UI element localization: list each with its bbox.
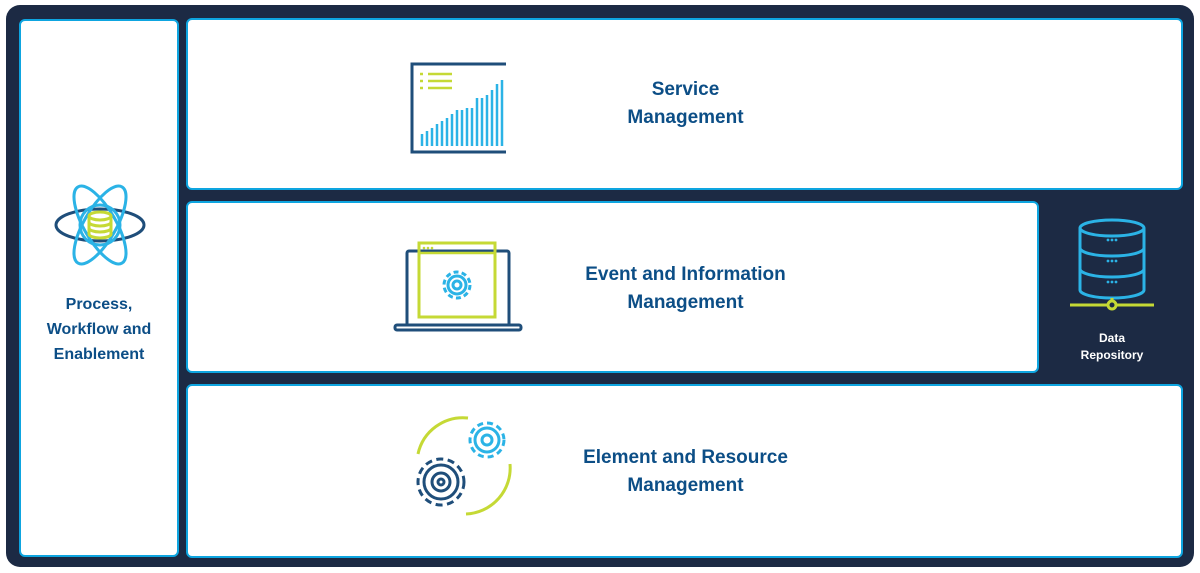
layer-label-line: Event and Information	[585, 264, 786, 285]
layer-label-line: Element and Resource	[583, 447, 788, 468]
layer-label-line: Management	[627, 475, 744, 496]
layer-label-line: Management	[627, 107, 744, 128]
sidebar-label-line: Process,	[65, 296, 133, 313]
sidebar-label-line: Enablement	[53, 346, 145, 363]
process-workflow-panel: Process, Workflow and Enablement	[19, 19, 179, 557]
sidebar-label: Process, Workflow and Enablement	[21, 292, 177, 367]
repository-label-line: Repository	[1080, 348, 1144, 362]
layer-label-line: Service	[651, 79, 720, 100]
repository-label-line: Data	[1098, 331, 1125, 345]
layer-label-line: Management	[627, 292, 744, 313]
element-resource-label: Element and Resource Management	[538, 444, 833, 500]
database-server-icon	[1070, 218, 1154, 311]
event-information-panel: Event and Information Management	[186, 201, 1039, 373]
service-management-label: Service Management	[548, 76, 823, 132]
bar-chart-report-icon	[410, 62, 506, 154]
sidebar-label-line: Workflow and	[46, 321, 152, 338]
service-management-panel: Service Management	[186, 18, 1183, 190]
laptop-gear-icon	[393, 241, 523, 332]
event-information-label: Event and Information Management	[538, 261, 833, 317]
gears-cycle-icon	[416, 416, 512, 516]
atom-database-icon	[54, 184, 146, 266]
element-resource-panel: Element and Resource Management	[186, 384, 1183, 558]
data-repository-label: Data Repository	[1047, 330, 1177, 364]
